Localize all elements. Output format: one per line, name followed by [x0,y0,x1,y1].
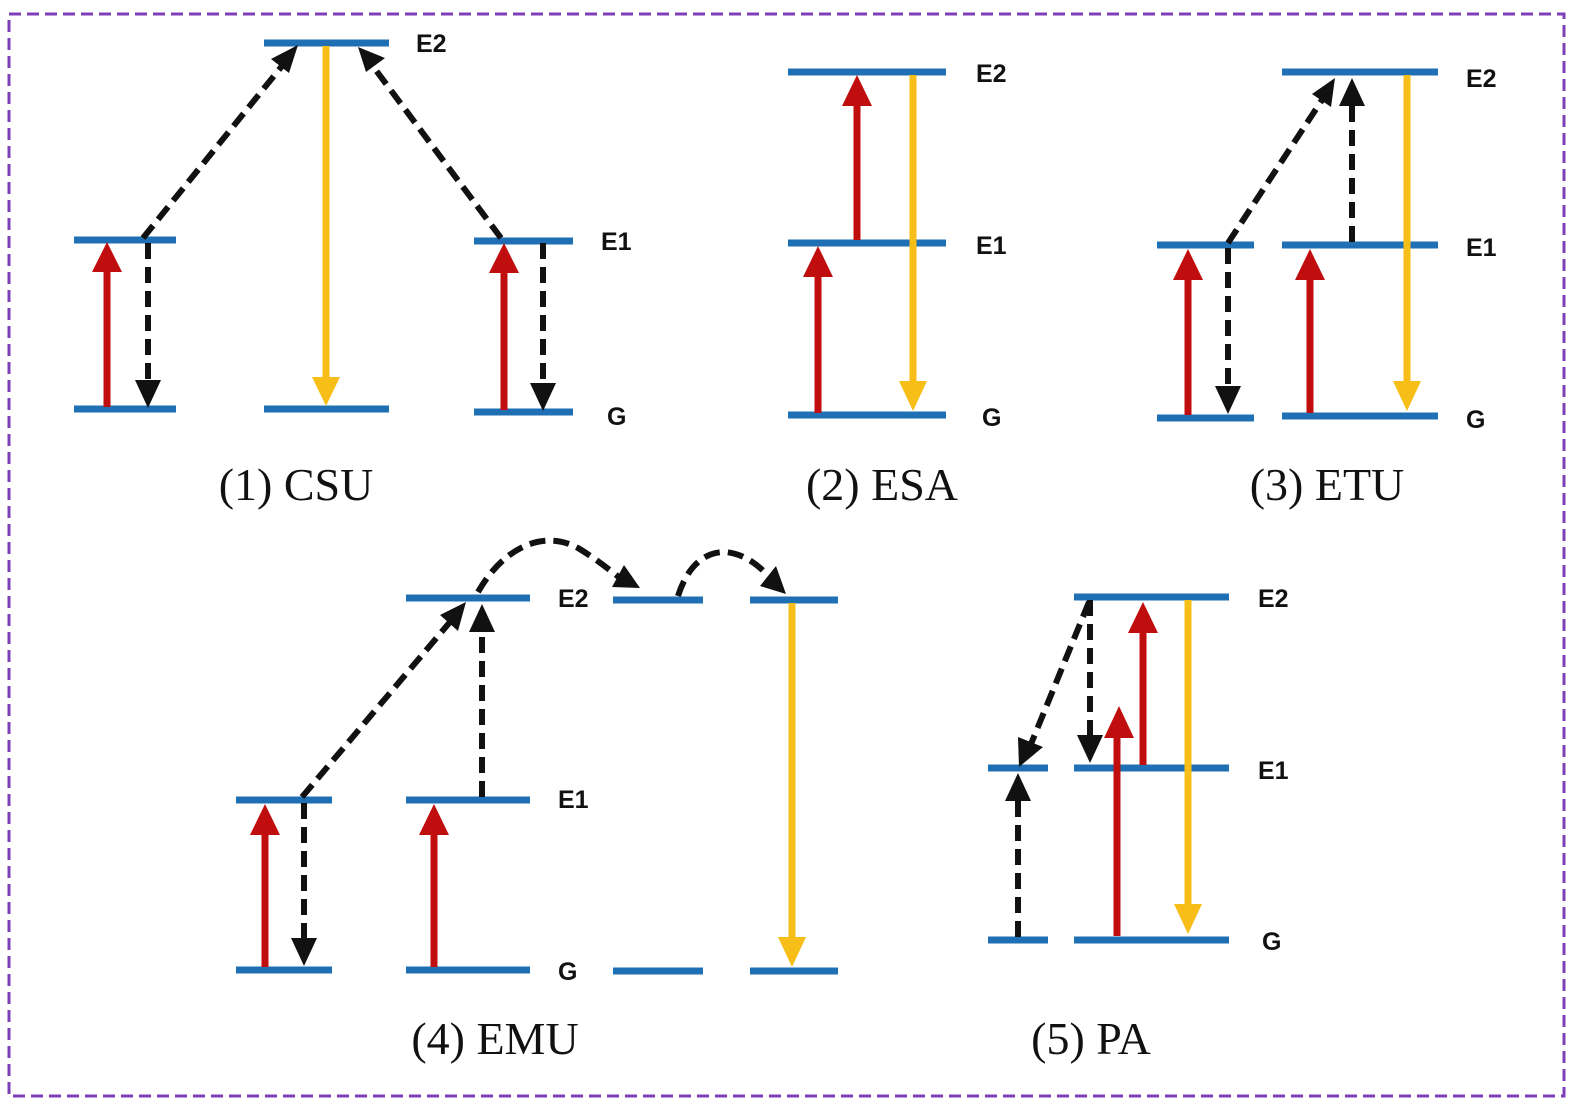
energy-transfer-arrow [469,604,495,797]
energy-transfer-arrow [1005,773,1031,937]
emission-arrow [899,75,927,411]
relaxation-arrow [135,243,161,408]
label-e2: E2 [558,585,589,613]
excitation-arrow [1128,602,1158,765]
label-g: G [1262,928,1281,956]
panel-etu: E2 E1 G (3) ETU [1157,65,1497,510]
label-g: G [982,404,1001,432]
cross-relaxation-arrow [1018,600,1092,767]
label-e1: E1 [976,232,1007,260]
label-e2: E2 [976,60,1007,88]
excitation-arrow [92,242,122,407]
emission-arrow [778,603,806,967]
energy-transfer-arrow [358,47,504,240]
label-e2: E2 [1258,585,1289,613]
label-g: G [558,958,577,986]
energy-transfer-arrow [1339,78,1365,242]
migration-arrow [475,537,640,594]
excitation-arrow [419,804,449,967]
dashed-frame [7,12,1566,1098]
relaxation-arrow [291,803,317,966]
label-e1: E1 [558,786,589,814]
excitation-arrow [1173,249,1203,415]
excitation-arrow [1295,249,1325,413]
caption-etu: (3) ETU [1250,459,1405,510]
label-e1: E1 [601,228,632,256]
label-e2: E2 [1466,65,1497,93]
label-g: G [1466,406,1485,434]
relaxation-arrow [1077,600,1103,763]
panel-emu: E2 E1 G (4) EMU [236,537,838,1064]
emission-arrow [312,46,340,406]
panel-esa: E2 E1 G (2) ESA [788,60,1007,510]
migration-arrow [675,548,786,597]
excitation-arrow [842,75,872,240]
relaxation-arrow [1215,248,1241,414]
label-e1: E1 [1258,757,1289,785]
excitation-arrow [1104,706,1134,936]
caption-pa: (5) PA [1031,1013,1151,1064]
relaxation-arrow [530,243,556,411]
label-g: G [607,403,626,431]
caption-csu: (1) CSU [219,459,374,510]
energy-transfer-arrow [1225,78,1335,245]
emission-arrow [1174,600,1202,934]
caption-esa: (2) ESA [806,459,958,510]
energy-transfer-arrow [299,602,466,799]
excitation-arrow [489,243,519,410]
emission-arrow [1393,75,1421,411]
excitation-arrow [250,804,280,967]
excitation-arrow [803,246,833,413]
caption-emu: (4) EMU [411,1013,578,1064]
label-e2: E2 [416,30,447,58]
energy-transfer-arrow [140,45,298,240]
panel-csu: E2 E1 G (1) CSU [74,30,632,510]
panel-pa: E2 E1 G (5) PA [988,585,1289,1064]
label-e1: E1 [1466,234,1497,262]
